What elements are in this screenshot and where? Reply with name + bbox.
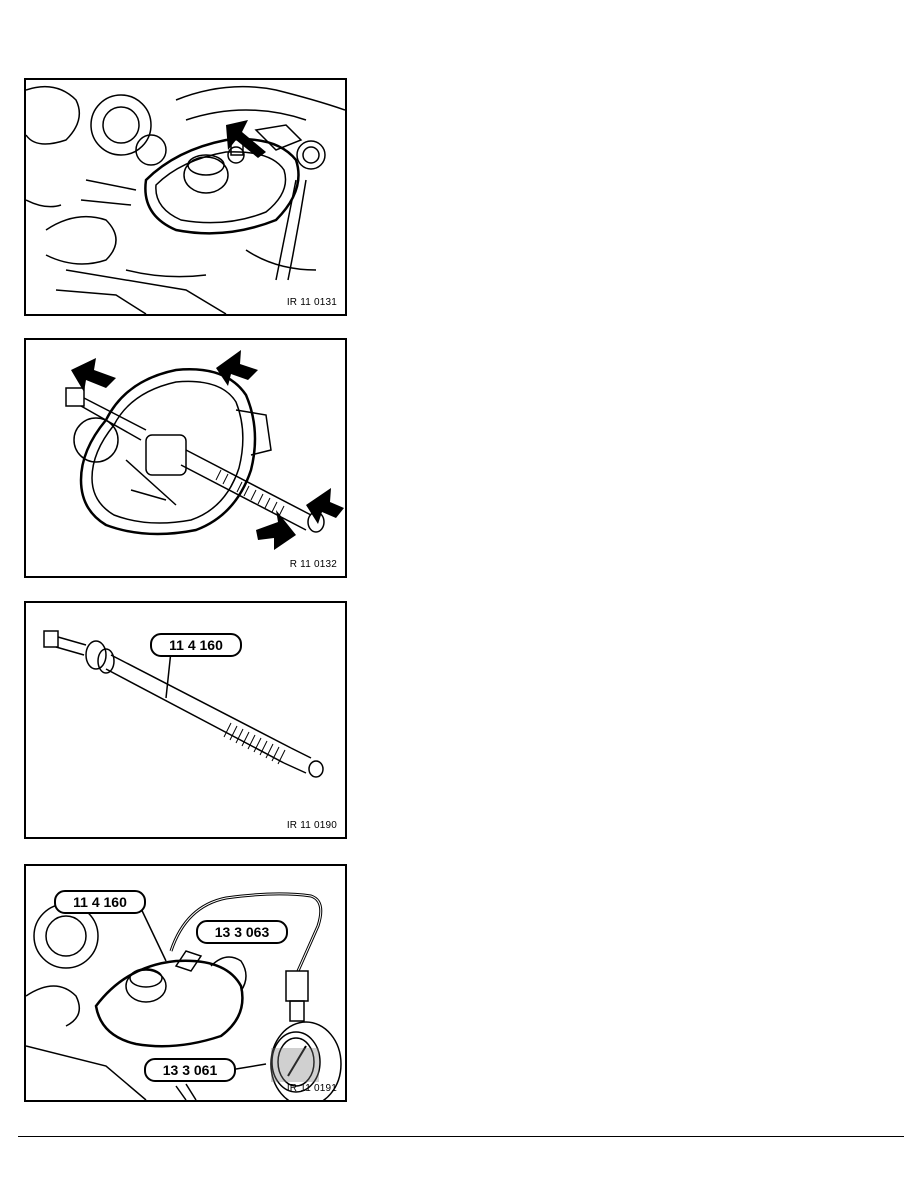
figure-1: IR 11 0131 <box>24 78 347 316</box>
figure-4-callout-tool-13-3-061: 13 3 061 <box>144 1058 236 1082</box>
figure-2-illustration <box>65 350 344 550</box>
figure-3-code: IR 11 0190 <box>286 820 337 831</box>
figure-3-illustration <box>43 630 324 778</box>
figure-4-callout-tool-11-4-160: 11 4 160 <box>54 890 146 914</box>
figure-1-illustration <box>26 85 345 314</box>
figure-1-code: IR 11 0131 <box>286 297 337 308</box>
figure-2-code: R 11 0132 <box>289 559 337 570</box>
figure-4: 11 4 160 13 3 063 13 3 061 IR 11 0191 <box>24 864 347 1102</box>
figure-3-callout-tool-number: 11 4 160 <box>150 633 242 657</box>
figure-4-callout-tool-13-3-063: 13 3 063 <box>196 920 288 944</box>
footer-rule <box>18 1136 904 1137</box>
figure-4-code: IR 11 0191 <box>286 1083 337 1094</box>
figure-4-illustration <box>26 892 342 1100</box>
figure-3: 11 4 160 IR 11 0190 <box>24 601 347 839</box>
figure-2: R 11 0132 <box>24 338 347 578</box>
